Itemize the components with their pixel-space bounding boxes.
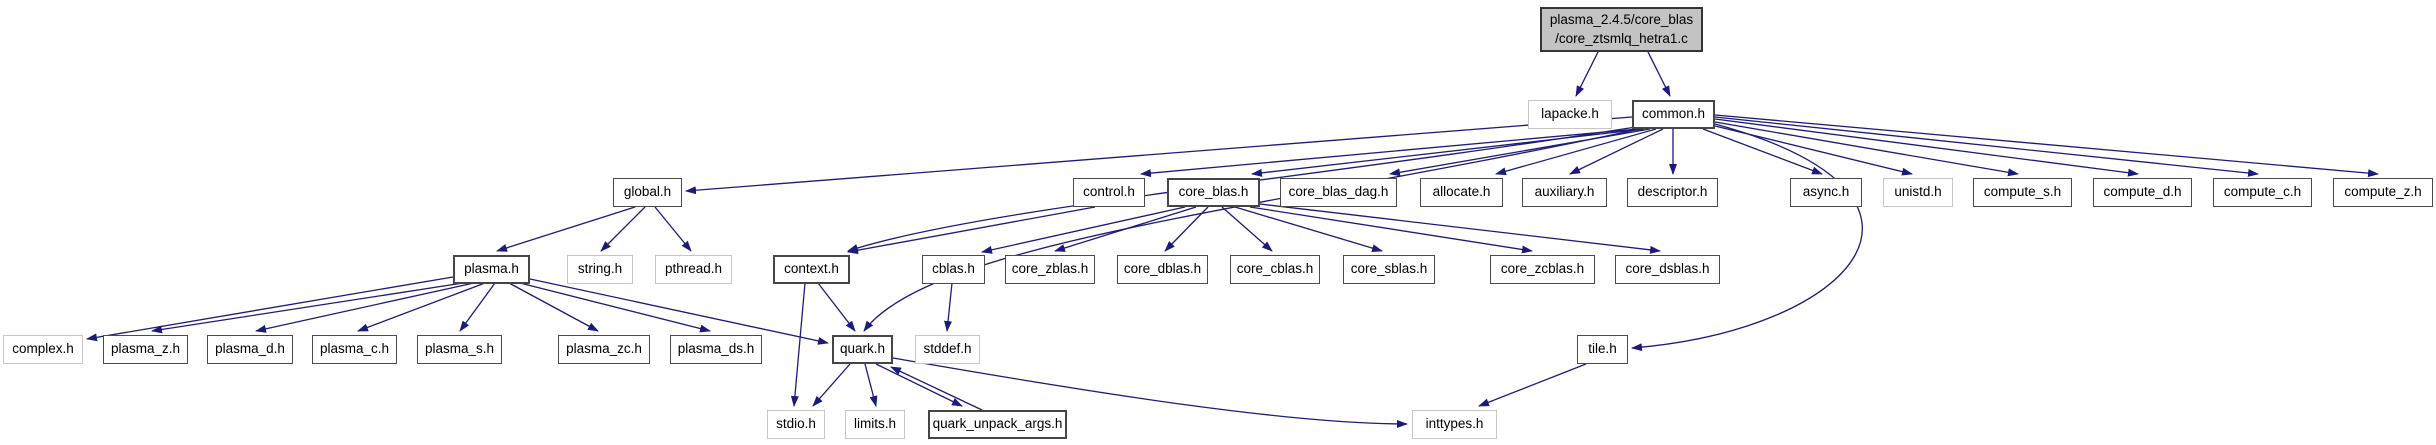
node-inttypes: inttypes.h [1412, 410, 1497, 439]
node-plasma_d[interactable]: plasma_d.h [207, 335, 293, 364]
node-core_dblas[interactable]: core_dblas.h [1117, 255, 1208, 284]
edge-tile-to-inttypes [1478, 363, 1587, 407]
edge-plasma-to-plasma_ds [519, 282, 711, 333]
edge-plasma-to-plasma_c [357, 282, 486, 332]
edge-global-to-pthread [654, 206, 692, 252]
node-tile[interactable]: tile.h [1577, 335, 1628, 364]
edge-global-to-plasma [496, 206, 636, 252]
edge-plasma-to-plasma_z [151, 282, 464, 334]
node-plasma_ds[interactable]: plasma_ds.h [670, 335, 762, 364]
node-core_blas_dag[interactable]: core_blas_dag.h [1280, 178, 1397, 207]
edge-core_blas-to-core_dsblas [1259, 203, 1661, 254]
edge-quark-to-stdio [812, 363, 851, 407]
edge-plasma-to-complex [86, 276, 454, 342]
edge-main-to-lapacke [1575, 51, 1599, 97]
edge-common-to-compute_d [1714, 118, 2139, 177]
node-lapacke: lapacke.h [1528, 100, 1612, 129]
edge-common-to-compute_z [1714, 114, 2379, 178]
node-compute_c[interactable]: compute_c.h [2213, 178, 2312, 207]
node-control[interactable]: control.h [1073, 178, 1145, 207]
edge-plasma-to-plasma_zc [508, 282, 599, 332]
edge-common-to-context [847, 126, 1637, 252]
node-core_zcblas[interactable]: core_zcblas.h [1490, 255, 1595, 284]
edge-quark-to-quark_unpack_args [875, 363, 963, 407]
node-complex: complex.h [3, 335, 83, 364]
node-core_blas[interactable]: core_blas.h [1167, 178, 1260, 207]
node-core_dsblas[interactable]: core_dsblas.h [1615, 255, 1720, 284]
edge-core_blas-to-core_cblas [1221, 206, 1273, 252]
node-cblas[interactable]: cblas.h [922, 255, 985, 284]
node-plasma_z[interactable]: plasma_z.h [103, 335, 188, 364]
node-stdio: stdio.h [767, 410, 825, 439]
edge-quark-to-inttypes [892, 357, 1408, 428]
node-plasma_c[interactable]: plasma_c.h [312, 335, 397, 364]
edge-common-to-auxiliary [1569, 128, 1664, 175]
edge-main-to-common [1647, 51, 1671, 97]
node-descriptor[interactable]: descriptor.h [1627, 178, 1718, 207]
edge-plasma-to-quark [529, 278, 829, 345]
node-unistd: unistd.h [1883, 178, 1953, 207]
edge-common-to-global [685, 116, 1633, 195]
edge-common-to-core_blas [1251, 128, 1645, 177]
node-pthread: pthread.h [655, 255, 732, 284]
node-async[interactable]: async.h [1790, 178, 1862, 207]
node-plasma_zc[interactable]: plasma_zc.h [558, 335, 650, 364]
node-compute_z[interactable]: compute_z.h [2333, 178, 2433, 207]
edge-core_blas-to-cblas [981, 206, 1186, 254]
node-limits: limits.h [845, 410, 905, 439]
edge-common-to-compute_c [1714, 116, 2259, 177]
node-core_cblas[interactable]: core_cblas.h [1230, 255, 1320, 284]
node-allocate[interactable]: allocate.h [1420, 178, 1503, 207]
node-auxiliary[interactable]: auxiliary.h [1522, 178, 1607, 207]
node-context[interactable]: context.h [773, 255, 850, 284]
edge-quark_unpack_args-to-quark [890, 366, 983, 411]
edge-quark-to-limits [864, 363, 878, 407]
node-quark[interactable]: quark.h [832, 335, 893, 364]
node-global[interactable]: global.h [613, 178, 682, 207]
edge-control-to-context [847, 206, 1096, 255]
edge-common-to-control [1140, 128, 1639, 178]
node-string: string.h [567, 255, 633, 284]
node-compute_d[interactable]: compute_d.h [2093, 178, 2192, 207]
edge-plasma-to-plasma_s [459, 282, 496, 332]
node-plasma[interactable]: plasma.h [453, 255, 530, 284]
edge-context-to-stdio [790, 282, 806, 407]
node-main: plasma_2.4.5/core_blas /core_ztsmlq_hetr… [1540, 7, 1703, 52]
edge-common-to-allocate [1495, 128, 1657, 176]
node-core_zblas[interactable]: core_zblas.h [1005, 255, 1095, 284]
node-plasma_s[interactable]: plasma_s.h [417, 335, 502, 364]
edge-common-to-compute_s [1714, 121, 2019, 177]
edge-common-to-async [1702, 128, 1823, 175]
node-compute_s[interactable]: compute_s.h [1973, 178, 2072, 207]
edge-cblas-to-stddef [944, 282, 953, 332]
edge-context-to-quark [817, 282, 856, 332]
edge-core_blas-to-core_dblas [1164, 206, 1209, 252]
edge-plasma-to-plasma_d [255, 282, 475, 333]
edge-global-to-string [600, 206, 646, 252]
node-stddef: stddef.h [915, 335, 980, 364]
edge-common-to-quark [863, 128, 1641, 332]
edge-core_blas-to-core_zblas [1054, 206, 1197, 252]
node-common[interactable]: common.h [1632, 100, 1715, 129]
node-quark_unpack_args[interactable]: quark_unpack_args.h [928, 410, 1067, 439]
edge-common-to-tile [1631, 123, 1863, 352]
edge-core_blas-to-core_sblas [1234, 206, 1383, 252]
node-core_sblas[interactable]: core_sblas.h [1343, 255, 1435, 284]
edge-core_blas-to-core_zcblas [1249, 206, 1533, 254]
